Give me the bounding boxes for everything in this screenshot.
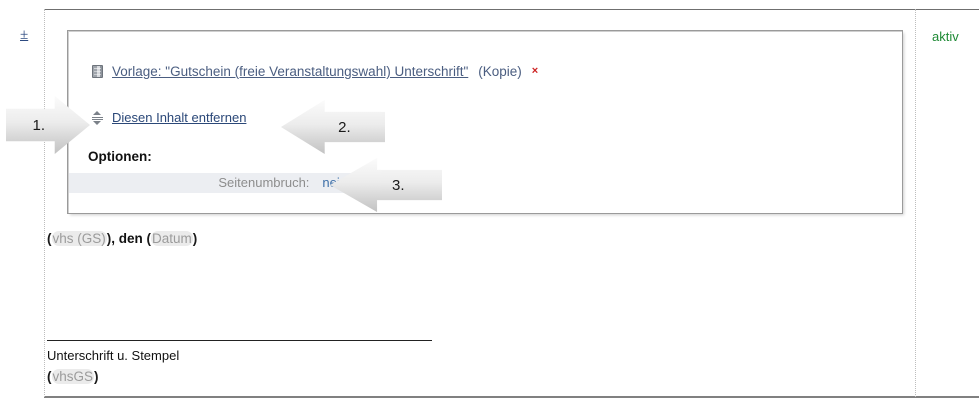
file-icon xyxy=(92,65,103,78)
bottom-divider xyxy=(44,396,979,398)
paren-close-3: ) xyxy=(94,369,99,384)
callout-arrow-2: 2. xyxy=(281,100,385,154)
arrow-left-icon xyxy=(281,100,385,154)
options-heading: Optionen: xyxy=(88,149,152,164)
paren-open: ( xyxy=(47,231,52,246)
paren-close-2: ) xyxy=(192,231,198,246)
callout-arrow-3: 3. xyxy=(330,158,442,212)
top-divider xyxy=(44,9,979,10)
paren-open-3: ( xyxy=(47,369,52,384)
callout-label-3: 3. xyxy=(392,176,405,194)
place-token: vhs (GS) xyxy=(51,231,107,246)
expand-collapse-toggle[interactable]: ± xyxy=(20,27,29,43)
content-block-panel: Vorlage: "Gutschein (freie Veranstaltung… xyxy=(67,30,903,214)
right-guide-line xyxy=(915,9,916,397)
callout-label-2: 2. xyxy=(338,118,351,136)
remove-content-row: Diesen Inhalt entfernen xyxy=(92,110,246,125)
arrow-left-icon-2 xyxy=(330,158,442,212)
template-link[interactable]: Vorlage: "Gutschein (freie Veranstaltung… xyxy=(112,64,469,79)
option-label: Seitenumbruch: xyxy=(218,175,310,190)
move-updown-icon[interactable] xyxy=(92,110,103,125)
arrow-right-icon xyxy=(6,96,90,154)
signature-caption: Unterschrift u. Stempel xyxy=(47,348,180,363)
paren-open-2: ( xyxy=(146,231,152,246)
date-token: Datum xyxy=(151,231,193,246)
callout-label-1: 1. xyxy=(32,116,46,134)
callout-arrow-1: 1. xyxy=(6,96,90,154)
copy-link[interactable]: (Kopie) xyxy=(478,64,522,79)
document-place-date-line: (vhs (GS)), den (Datum) xyxy=(47,231,197,246)
remove-content-link[interactable]: Diesen Inhalt entfernen xyxy=(112,110,247,125)
signature-token-line: (vhsGS) xyxy=(47,369,99,384)
template-row: Vorlage: "Gutschein (freie Veranstaltung… xyxy=(92,64,538,79)
left-guide-line xyxy=(44,9,45,397)
signature-token: vhsGS xyxy=(51,369,95,384)
delete-icon[interactable]: × xyxy=(531,65,539,77)
signature-line xyxy=(47,340,432,341)
status-badge-active: aktiv xyxy=(932,29,959,44)
paren-close: ) xyxy=(106,231,112,246)
date-connector: , den xyxy=(111,231,147,246)
option-row-seitenumbruch: Seitenumbruch: nein xyxy=(69,173,357,193)
